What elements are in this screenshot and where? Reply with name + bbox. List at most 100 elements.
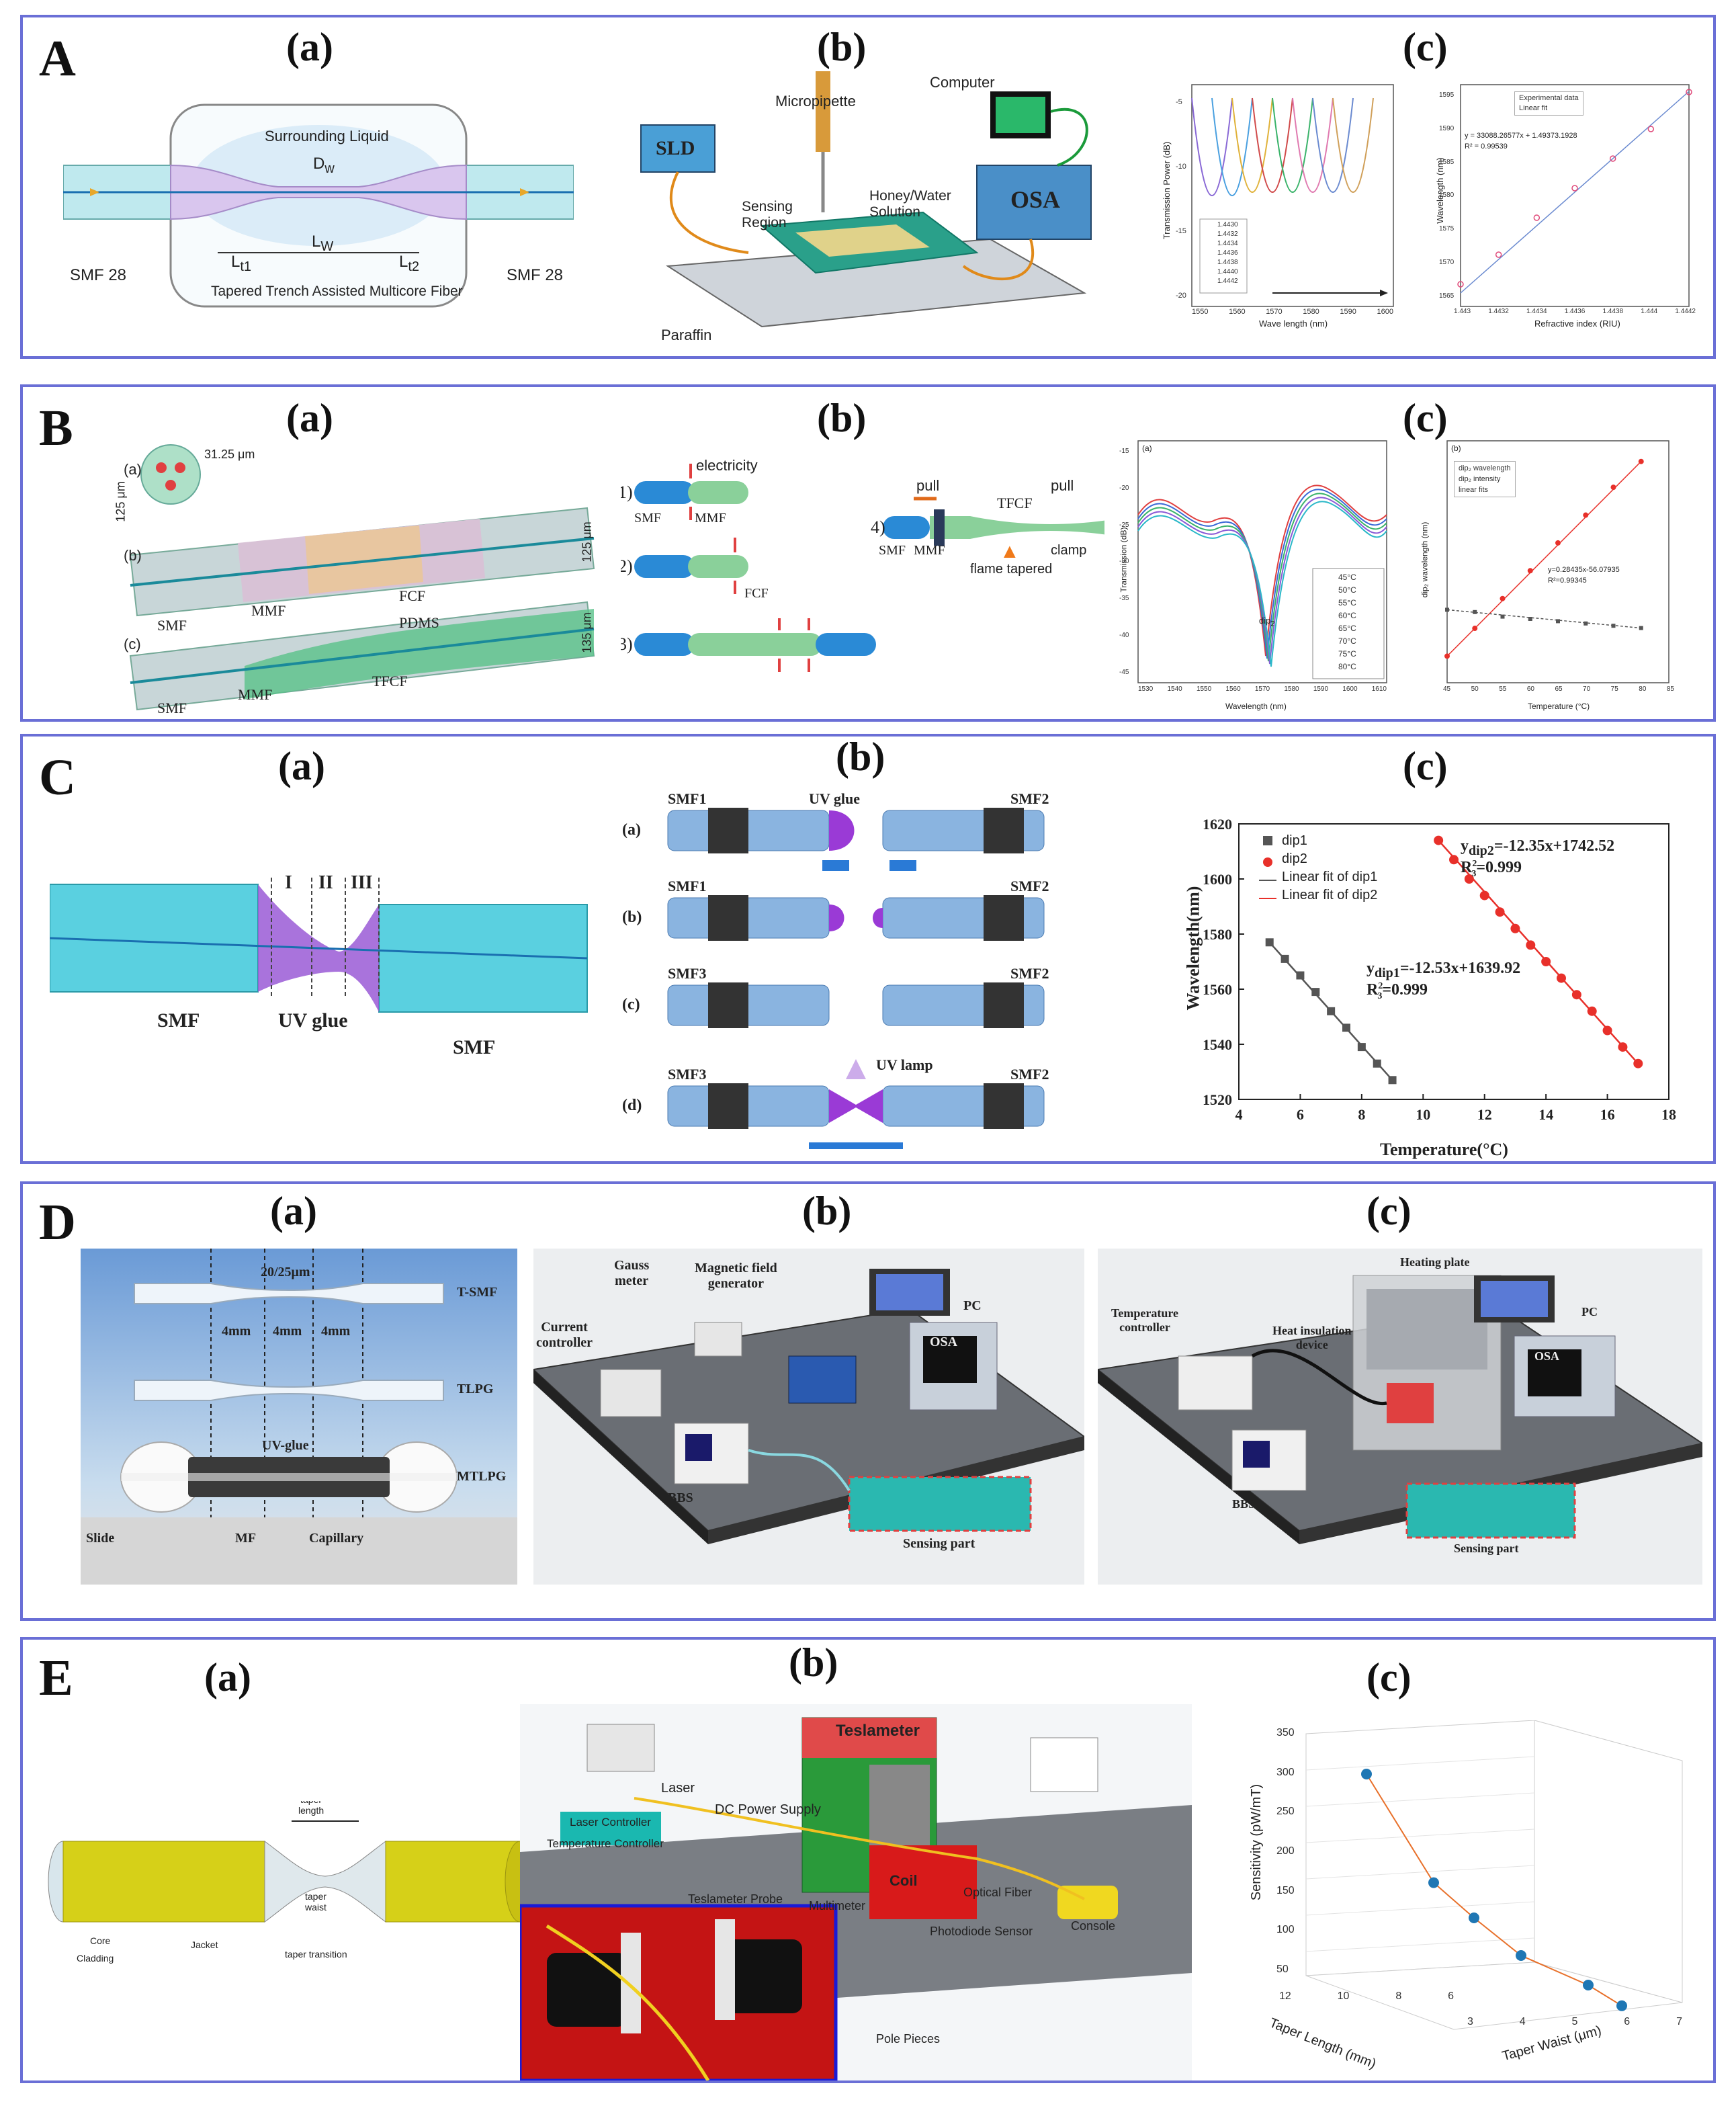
- subpanel-label: (c): [1366, 1655, 1412, 1699]
- length-4mm-3: 4mm: [321, 1324, 351, 1339]
- subpanel-label: (b): [817, 396, 867, 440]
- data-point: [1469, 1912, 1479, 1923]
- step-1: 1): [621, 482, 633, 502]
- data-point-dip2: [1571, 990, 1581, 1000]
- smf-label: SMF: [634, 511, 662, 526]
- smf-label: SMF: [157, 617, 187, 634]
- optical-fiber-label: Optical Fiber: [963, 1886, 1033, 1899]
- tfcf-label: TFCF: [997, 495, 1033, 511]
- fit-equation: y=0.28435x-56.07935: [1548, 566, 1620, 574]
- data-point-dip2: [1618, 1042, 1628, 1052]
- dim-135-label: 135 μm: [580, 612, 594, 653]
- sld-label: SLD: [656, 137, 695, 159]
- data-point-dip1: [1281, 954, 1289, 963]
- data-point-dip1: [1388, 1076, 1397, 1085]
- sub-a-label: (a): [124, 461, 142, 478]
- mmf-label: MMF: [251, 602, 286, 619]
- x-axis-label: Refractive index (RIU): [1534, 319, 1620, 329]
- data-point-dip1: [1296, 971, 1305, 980]
- y-tick-labels: -5-10-15-20: [1176, 98, 1186, 300]
- data-point-dip2: [1602, 1025, 1612, 1036]
- legend: dip1 dip2 Linear fit of dip1 Linear fit …: [1282, 832, 1377, 905]
- uv-glue-label: UV-glue: [262, 1438, 309, 1453]
- teslameter-label: Teslameter: [836, 1722, 920, 1740]
- smf2-label: SMF2: [1010, 878, 1049, 894]
- heat-insulation-label: Heat insulation device: [1272, 1324, 1352, 1351]
- r-squared: R² = 0.99539: [1465, 142, 1508, 151]
- x-tick-label: 18: [1661, 1106, 1676, 1123]
- data-point-wavelength: [1556, 619, 1560, 624]
- step-4: 4): [871, 517, 885, 537]
- uv-glue-label: UV glue: [809, 790, 860, 807]
- data-point-dip2: [1510, 923, 1520, 933]
- console-label: Console: [1071, 1919, 1116, 1933]
- osa-label: OSA: [1010, 186, 1061, 213]
- data-point-dip1: [1311, 988, 1320, 997]
- laser-label: Laser: [661, 1781, 695, 1796]
- fit-equation: y = 33088.26577x + 1.49373.1928: [1465, 132, 1577, 140]
- y-tick-label: 1600: [1203, 871, 1232, 888]
- data-point-dip1: [1357, 1043, 1366, 1052]
- data-point-dip2: [1495, 907, 1505, 917]
- dip-vs-temperature-chart: (b) dip₂ wavelength (nm) Temperature (°C…: [1414, 434, 1702, 716]
- teslameter-probe-label: Teslameter Probe: [688, 1892, 783, 1906]
- y-tick-label: 1580: [1203, 926, 1232, 943]
- mmf-label: MMF: [695, 511, 726, 526]
- data-point-dip2: [1479, 890, 1489, 900]
- osa-label: OSA: [930, 1335, 958, 1349]
- taper-waist-label: taper waist: [305, 1891, 327, 1912]
- y-tick-label: 1560: [1203, 981, 1232, 998]
- temperature-controller-label: Temperature controller: [1111, 1306, 1178, 1334]
- micropipette-label: Micropipette: [775, 93, 856, 110]
- magnetometer-setup: Teslameter Laser DC Power Supply Laser C…: [520, 1704, 1192, 2080]
- subpanel-label: (a): [286, 25, 333, 69]
- data-point-dip2: [1464, 874, 1474, 884]
- panel-letter: B: [39, 400, 73, 456]
- temperature-setup: Heating plate Temperature controller Hea…: [1098, 1249, 1702, 1585]
- temperature-spectra-chart: (a) Transmission (dB) Wavelength (nm) di…: [1111, 434, 1393, 716]
- fcf-fiber-schematic: (a) (b) (c) 125 μm 31.25 μm 125 μm 135 μ…: [103, 434, 614, 716]
- tapered-fiber-model: taper length taper waist Core Cladding J…: [36, 1801, 533, 1989]
- panel-letter: E: [39, 1650, 73, 1706]
- electricity-label: electricity: [696, 457, 758, 474]
- gauss-meter-label: Gauss meter: [614, 1258, 650, 1288]
- lt2-label: Lt2: [399, 253, 420, 274]
- coil-label: Coil: [889, 1872, 918, 1889]
- data-point-dip2: [1434, 835, 1444, 845]
- length-4mm-2: 4mm: [273, 1324, 302, 1339]
- subpanel-label: (a): [270, 1189, 317, 1233]
- x-axis-label: Temperature (°C): [1528, 702, 1590, 711]
- subpanel-label: (c): [1403, 396, 1448, 440]
- smf28-right-label: SMF 28: [507, 266, 564, 284]
- smf-label: SMF: [157, 700, 187, 716]
- magnetic-field-setup: Gauss meter Magnetic field generator PC …: [533, 1249, 1084, 1585]
- sub-c-label: (c): [124, 636, 141, 653]
- taper-length-label: taper length: [298, 1801, 324, 1816]
- legend-dip1: dip1: [1282, 833, 1307, 848]
- chart-tag: (a): [1142, 444, 1152, 453]
- data-point: [1361, 1769, 1372, 1779]
- data-point: [1516, 1950, 1526, 1961]
- diameter-label: 20/25μm: [261, 1265, 310, 1279]
- r-squared-dip1: R23=0.999: [1366, 981, 1428, 1001]
- data-point-dip1: [1265, 938, 1274, 947]
- data-point-intensity: [1500, 595, 1506, 601]
- panel-E: E (a) (b) (c) taper length taper waist C…: [20, 1637, 1716, 2083]
- data-point-intensity: [1444, 653, 1450, 659]
- sensing-region-label: Sensing Region: [742, 199, 793, 230]
- photodiode-sensor-label: Photodiode Sensor: [930, 1925, 1033, 1938]
- step-b-label: (b): [622, 909, 642, 926]
- sensing-part-label: Sensing part: [1454, 1542, 1519, 1555]
- dip-label: dip2: [1259, 616, 1275, 628]
- data-point-dip2: [1587, 1006, 1597, 1016]
- surrounding-liquid-label: Surrounding Liquid: [265, 128, 389, 144]
- computer-label: Computer: [930, 74, 995, 91]
- data-point: [1533, 214, 1540, 221]
- laser-controller-label: Laser Controller: [570, 1816, 651, 1828]
- y-tick-labels: -15-20-25-30-35-40-45: [1119, 448, 1129, 676]
